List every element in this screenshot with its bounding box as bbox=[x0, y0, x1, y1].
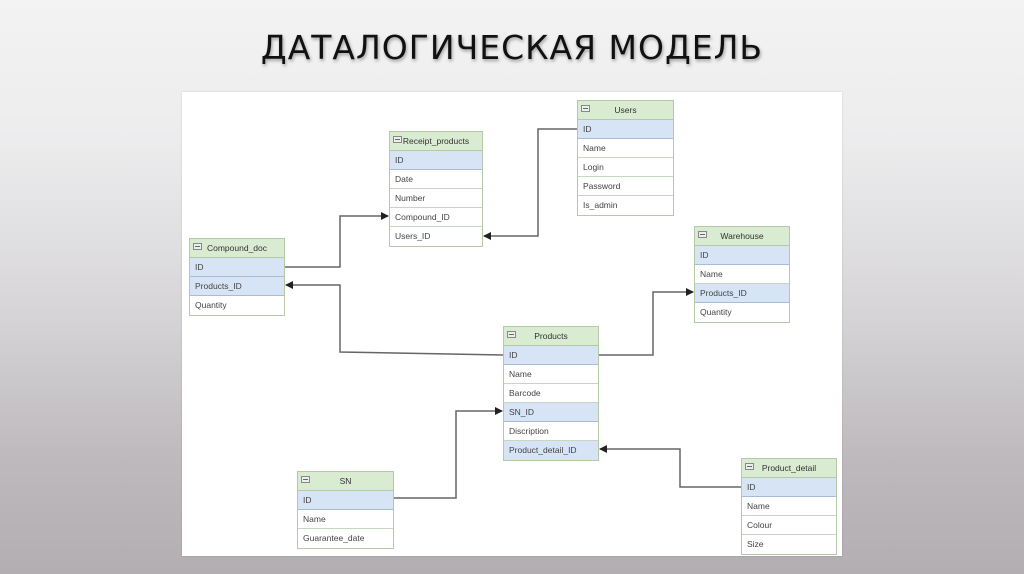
field-row: Is_admin bbox=[583, 200, 618, 210]
entity-header: SN bbox=[298, 472, 393, 491]
entity-title: Product_detail bbox=[761, 463, 817, 473]
collapse-icon[interactable] bbox=[745, 463, 754, 470]
entity-title: Compound_doc bbox=[206, 243, 267, 253]
field-row: Date bbox=[390, 170, 482, 189]
collapse-icon[interactable] bbox=[393, 136, 402, 143]
field-row: ID bbox=[695, 246, 789, 265]
field-row: Login bbox=[578, 158, 673, 177]
field-row: Users_ID bbox=[395, 231, 431, 241]
entity-users[interactable]: Users ID Name Login Password Is_admin bbox=[577, 100, 674, 216]
collapse-icon[interactable] bbox=[193, 243, 202, 250]
entity-header: Product_detail bbox=[742, 459, 836, 478]
field-row: Number bbox=[390, 189, 482, 208]
collapse-icon[interactable] bbox=[507, 331, 516, 338]
field-row: Name bbox=[742, 497, 836, 516]
field-row: Name bbox=[578, 139, 673, 158]
field-row: Discription bbox=[504, 422, 598, 441]
field-row: ID bbox=[298, 491, 393, 510]
entity-title: Warehouse bbox=[720, 231, 764, 241]
entity-receipt-products[interactable]: Receipt_products ID Date Number Compound… bbox=[389, 131, 483, 247]
field-row: Name bbox=[504, 365, 598, 384]
entity-title: Users bbox=[614, 105, 637, 115]
entity-sn[interactable]: SN ID Name Guarantee_date bbox=[297, 471, 394, 549]
entity-title: Products bbox=[534, 331, 568, 341]
entity-title: Receipt_products bbox=[402, 136, 470, 146]
entity-product-detail[interactable]: Product_detail ID Name Colour Size bbox=[741, 458, 837, 555]
entity-header: Users bbox=[578, 101, 673, 120]
entity-compound-doc[interactable]: Compound_doc ID Products_ID Quantity bbox=[189, 238, 285, 316]
field-row: Barcode bbox=[504, 384, 598, 403]
entity-products[interactable]: Products ID Name Barcode SN_ID Discripti… bbox=[503, 326, 599, 461]
entity-warehouse[interactable]: Warehouse ID Name Products_ID Quantity bbox=[694, 226, 790, 323]
field-row: Products_ID bbox=[190, 277, 284, 296]
field-row: ID bbox=[578, 120, 673, 139]
field-row: ID bbox=[190, 258, 284, 277]
field-row: ID bbox=[742, 478, 836, 497]
slide-title: ДАТАЛОГИЧЕСКАЯ МОДЕЛЬ bbox=[260, 28, 764, 67]
entity-header: Warehouse bbox=[695, 227, 789, 246]
collapse-icon[interactable] bbox=[301, 476, 310, 483]
field-row: Quantity bbox=[700, 307, 732, 317]
field-row: Size bbox=[747, 539, 764, 549]
field-row: Quantity bbox=[195, 300, 227, 310]
entity-header: Compound_doc bbox=[190, 239, 284, 258]
field-row: Name bbox=[695, 265, 789, 284]
field-row: Password bbox=[578, 177, 673, 196]
entity-header: Products bbox=[504, 327, 598, 346]
collapse-icon[interactable] bbox=[581, 105, 590, 112]
field-row: Products_ID bbox=[695, 284, 789, 303]
collapse-icon[interactable] bbox=[698, 231, 707, 238]
field-row: ID bbox=[390, 151, 482, 170]
entity-title: SN bbox=[339, 476, 352, 486]
field-row: Compound_ID bbox=[390, 208, 482, 227]
field-row: ID bbox=[504, 346, 598, 365]
field-row: Product_detail_ID bbox=[504, 441, 598, 460]
field-row: Guarantee_date bbox=[303, 533, 365, 543]
entity-header: Receipt_products bbox=[390, 132, 482, 151]
field-row: Colour bbox=[742, 516, 836, 535]
field-row: Name bbox=[298, 510, 393, 529]
field-row: SN_ID bbox=[504, 403, 598, 422]
